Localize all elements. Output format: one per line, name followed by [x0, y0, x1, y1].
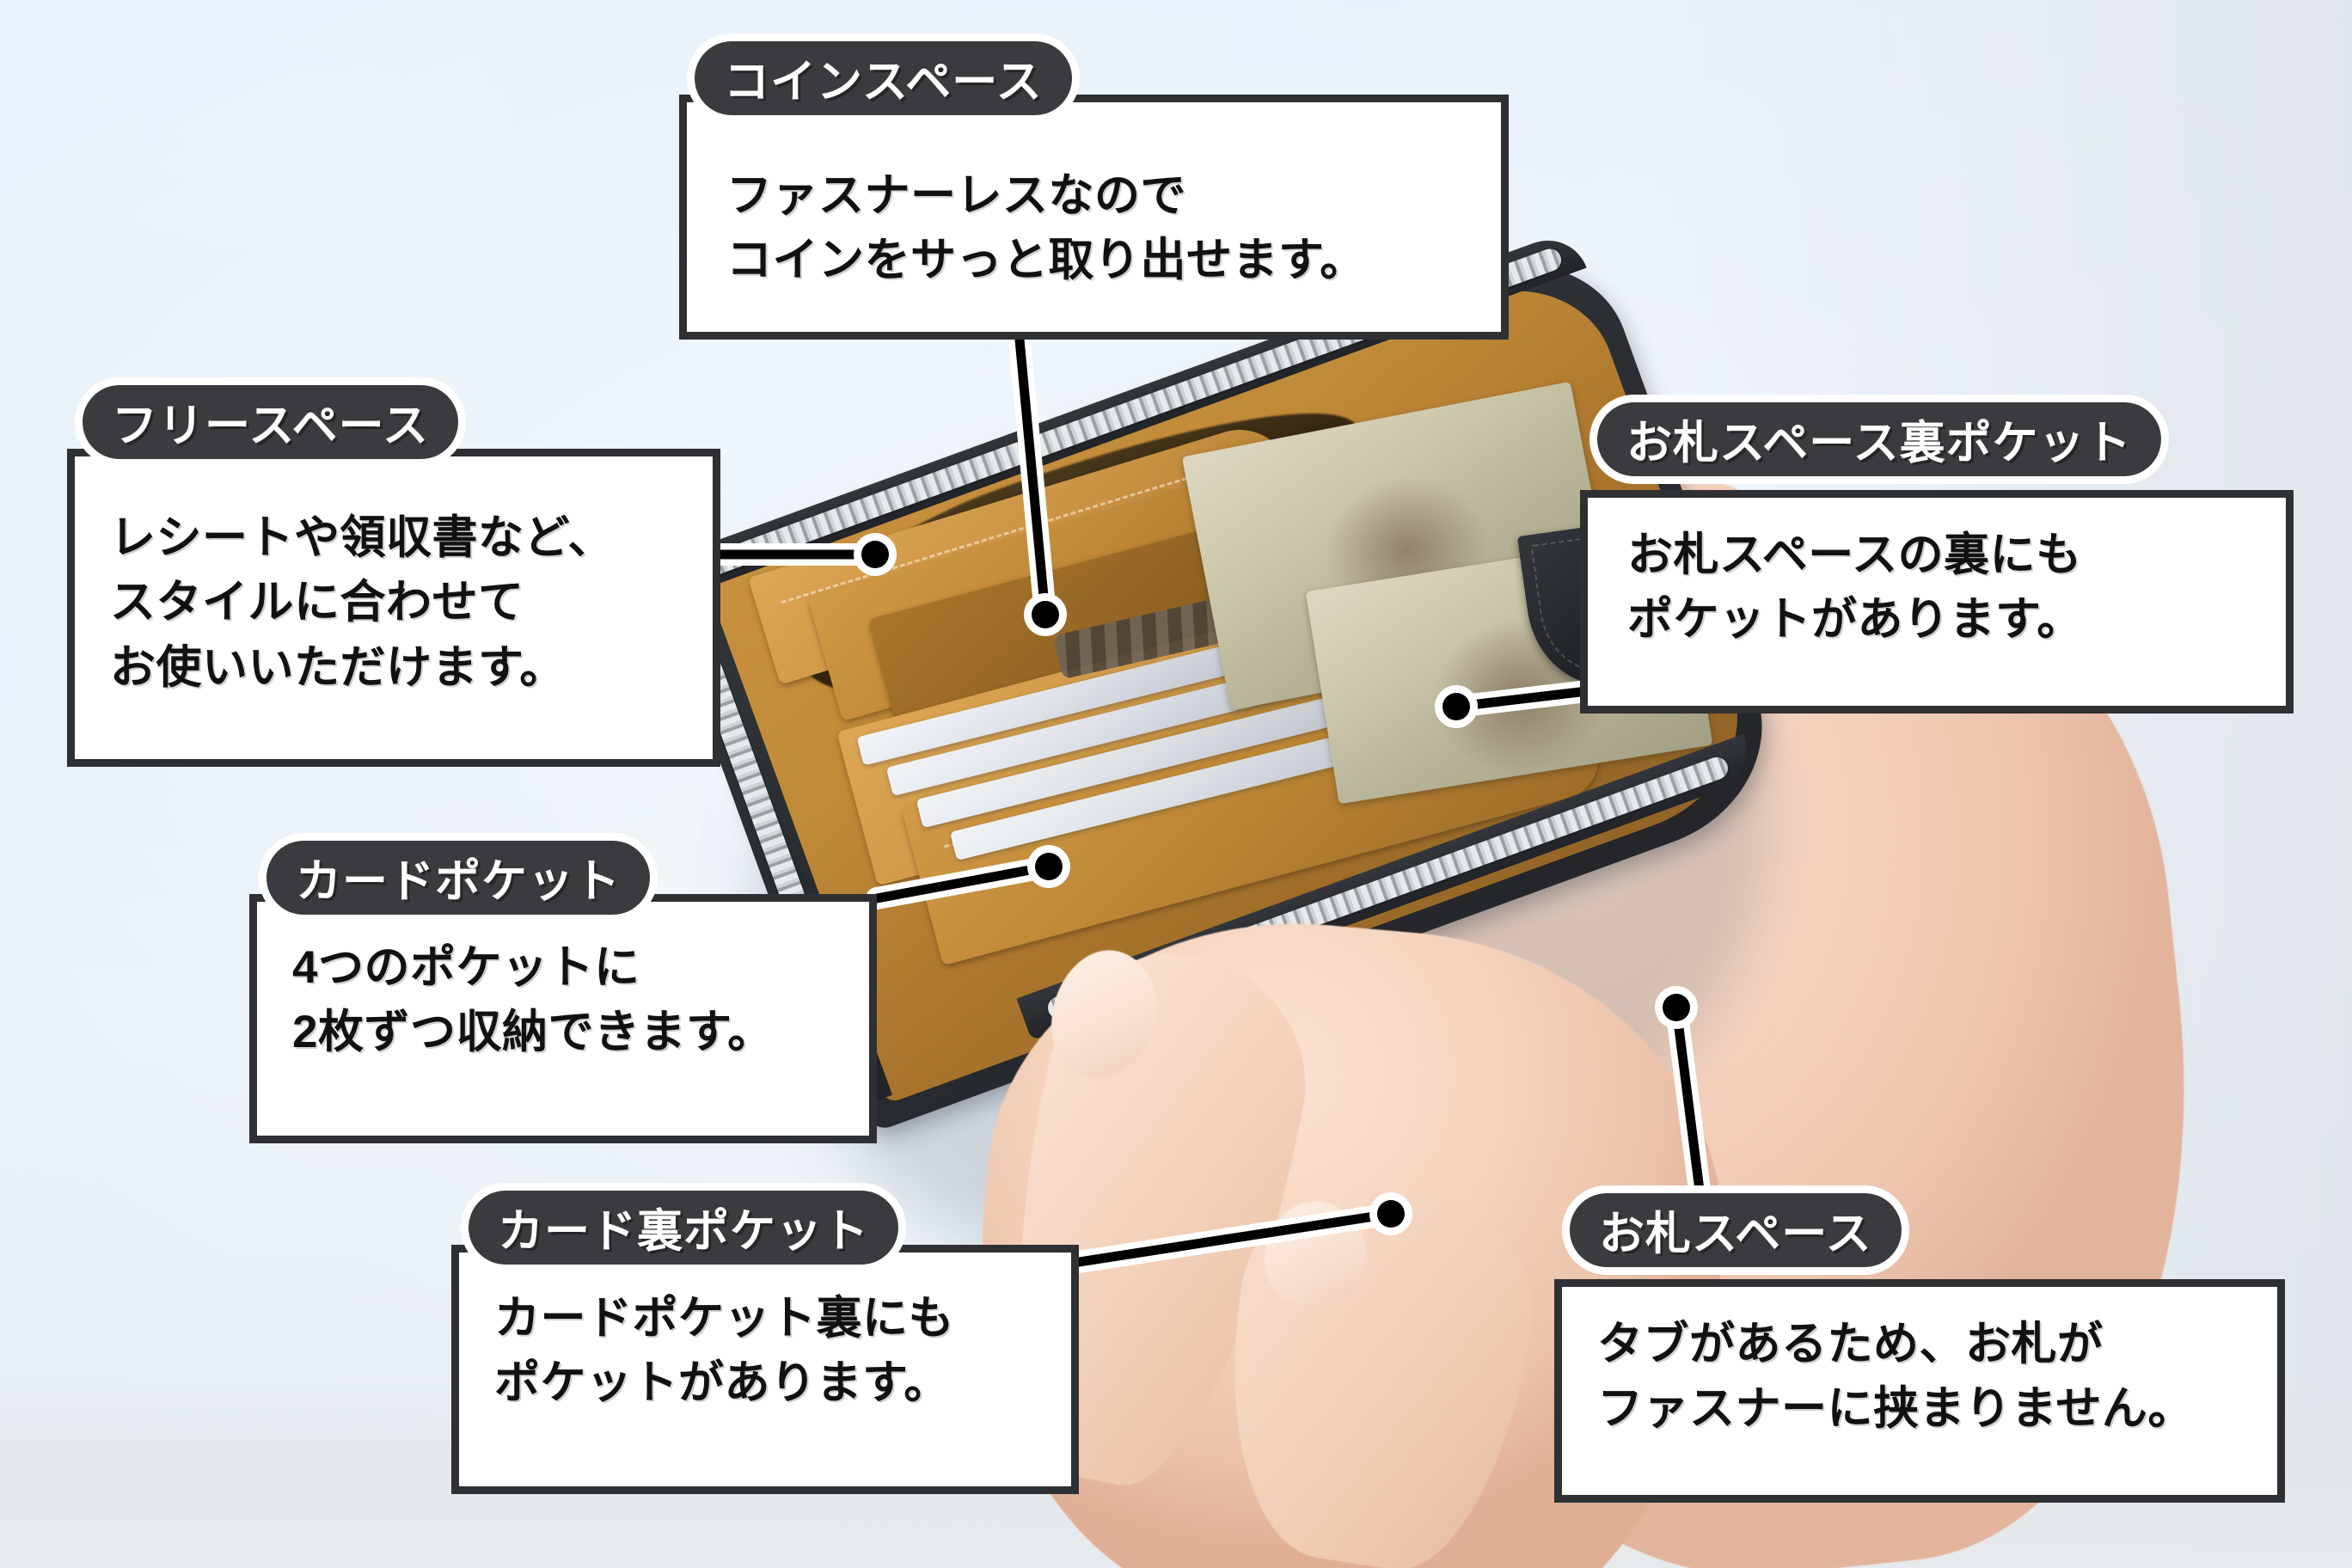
callout-body: お札スペースの裏にも ポケットがあります。: [1627, 530, 2083, 646]
callout-box: [249, 894, 877, 1143]
callout-title[interactable]: カードポケット: [266, 841, 650, 915]
callout-title[interactable]: コインスペース: [695, 41, 1072, 115]
callout-box: [1580, 490, 2294, 714]
callout-body: カードポケット裏にも ポケットがあります。: [494, 1293, 954, 1409]
callout-box: [451, 1245, 1079, 1494]
callout-box: [1554, 1279, 2285, 1503]
callout-body: ファスナーレスなので コインをサっと取り出せます。: [726, 170, 1366, 286]
callout-title[interactable]: お札スペース裏ポケット: [1597, 402, 2161, 476]
callout-title[interactable]: お札スペース: [1570, 1193, 1902, 1267]
callout-body: レシートや領収書など、 スタイルに合わせて お使いいただけます。: [110, 512, 614, 693]
callout-body: タブがあるため、お札が ファスナーに挟まりません。: [1597, 1319, 2194, 1435]
callout-box: [67, 449, 720, 767]
callout-title[interactable]: フリースペース: [83, 385, 458, 459]
callout-box: [679, 95, 1509, 340]
callout-title[interactable]: カード裏ポケット: [469, 1191, 898, 1265]
callout-body: 4つのポケットに 2枚ずつ収納できます。: [292, 942, 774, 1058]
